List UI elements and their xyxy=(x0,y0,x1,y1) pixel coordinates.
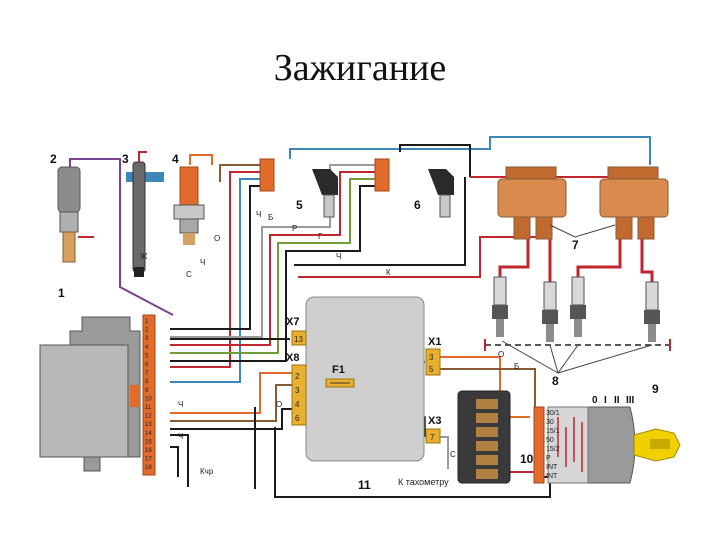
component-number-1: 1 xyxy=(58,286,65,300)
wire-letter: О xyxy=(276,400,282,409)
x8-pin-4: 6 xyxy=(295,414,300,423)
wire-letters: Б Р Г Ч Ч Ж С Ч О О Б С Ч Ч К О Кчр xyxy=(140,210,519,476)
ignition-coil-a xyxy=(497,166,567,240)
switch-position-2: II xyxy=(614,395,620,406)
sensor-4 xyxy=(173,166,205,245)
harness-pin-label: 11 xyxy=(145,405,152,411)
sensor-3 xyxy=(126,151,164,277)
x3-connector xyxy=(425,428,441,444)
control-unit-1 xyxy=(39,316,141,472)
switch-position-1: I xyxy=(604,395,607,406)
component-number-6: 6 xyxy=(414,198,421,212)
slide-title: Зажигание xyxy=(273,47,447,89)
x3-pin: 7 xyxy=(430,433,435,442)
ignition-wiring-diagram: 2 3 4 5 6 7 xyxy=(30,117,706,521)
spark-plugs xyxy=(484,276,671,375)
switch-terminal-2: 30 xyxy=(546,419,554,426)
component-number-8: 8 xyxy=(552,374,559,388)
harness-pin-label: 5 xyxy=(145,353,149,359)
component-number-5: 5 xyxy=(296,198,303,212)
x7-pin: 13 xyxy=(294,335,303,344)
x8-pin-2: 3 xyxy=(295,386,300,395)
switch-terminal-1: 30/1 xyxy=(546,410,560,417)
sensor-5 xyxy=(259,158,338,218)
x8-pin-3: 4 xyxy=(295,400,300,409)
switch-terminal-5: 15/2 xyxy=(546,446,560,453)
wire-letter: О xyxy=(498,350,504,359)
switch-position-0: 0 xyxy=(592,395,598,406)
wire-letter: О xyxy=(214,234,220,243)
component-number-7: 7 xyxy=(572,238,579,252)
component-number-11: 11 xyxy=(358,478,371,492)
ignition-module-11 xyxy=(305,296,425,462)
wire-letter: К xyxy=(386,268,391,277)
wire-letter: С xyxy=(450,450,456,459)
wire-letter: С xyxy=(186,270,192,279)
wire-letter: Ч xyxy=(178,400,183,409)
x1-pin-2: 5 xyxy=(429,365,434,374)
harness-pin-label: 13 xyxy=(145,422,152,428)
fuse-label: F1 xyxy=(332,364,345,376)
x7-label: X7 xyxy=(286,316,299,328)
harness-pin-label: 17 xyxy=(145,457,152,463)
harness-pin-label: 18 xyxy=(145,465,152,471)
component-number-9: 9 xyxy=(652,382,659,396)
harness-pin-label: 6 xyxy=(145,362,149,368)
harness-pin-label: 9 xyxy=(145,388,149,394)
harness-pin-label: 12 xyxy=(145,414,152,420)
wire-letter: Г xyxy=(318,232,323,241)
wire-letter: Б xyxy=(514,362,519,371)
harness-pin-label: 2 xyxy=(145,328,149,334)
fuse-f1 xyxy=(325,378,355,388)
component-number-2: 2 xyxy=(50,152,57,166)
x1-label: X1 xyxy=(428,336,441,348)
wire-letter: Р xyxy=(292,224,297,233)
tachometer-label: К тахометру xyxy=(398,477,449,487)
high-voltage-leads xyxy=(498,237,654,282)
component-number-3: 3 xyxy=(122,152,129,166)
switch-terminal-8: INT xyxy=(546,473,558,480)
switch-terminal-6: P xyxy=(546,455,551,462)
wire-letter: Ч xyxy=(178,432,183,441)
x1-pin-1: 3 xyxy=(429,353,434,362)
wire-letter: Ч xyxy=(200,258,205,267)
x8-connector xyxy=(291,364,307,426)
harness-pin-label: 3 xyxy=(145,336,149,342)
x8-pin-1: 2 xyxy=(295,372,300,381)
switch-position-3: III xyxy=(626,395,635,406)
ignition-switch-9 xyxy=(533,406,681,484)
sensor-6 xyxy=(374,158,454,218)
switch-terminal-3: 15/1 xyxy=(546,428,560,435)
ignition-coil-b xyxy=(599,166,669,240)
wire-letter: Ч xyxy=(336,252,341,261)
wire-letter: Б xyxy=(268,213,273,222)
harness-pin-label: 1 xyxy=(145,319,149,325)
harness-pin-label: 4 xyxy=(145,345,149,351)
switch-terminal-4: 50 xyxy=(546,437,554,444)
x1-connector xyxy=(425,348,441,376)
x7-connector xyxy=(291,330,307,346)
x3-label: X3 xyxy=(428,415,441,427)
wire-letter: Ч xyxy=(256,210,261,219)
harness-pin-label: 14 xyxy=(145,431,152,437)
component-number-10: 10 xyxy=(520,452,534,466)
fuse-block-10 xyxy=(457,390,511,484)
component-number-4: 4 xyxy=(172,152,179,166)
wire-letter: Ж xyxy=(140,252,148,261)
wire-letter: Кчр xyxy=(200,467,214,476)
sensor-2 xyxy=(57,166,94,263)
harness-pin-label: 16 xyxy=(145,448,152,454)
harness-pin-label: 15 xyxy=(145,439,152,445)
harness-pin-label: 8 xyxy=(145,379,149,385)
harness-pin-label: 7 xyxy=(145,371,149,377)
harness-pin-label: 10 xyxy=(145,396,152,402)
x8-label: X8 xyxy=(286,352,299,364)
switch-terminal-7: INT xyxy=(546,464,558,471)
